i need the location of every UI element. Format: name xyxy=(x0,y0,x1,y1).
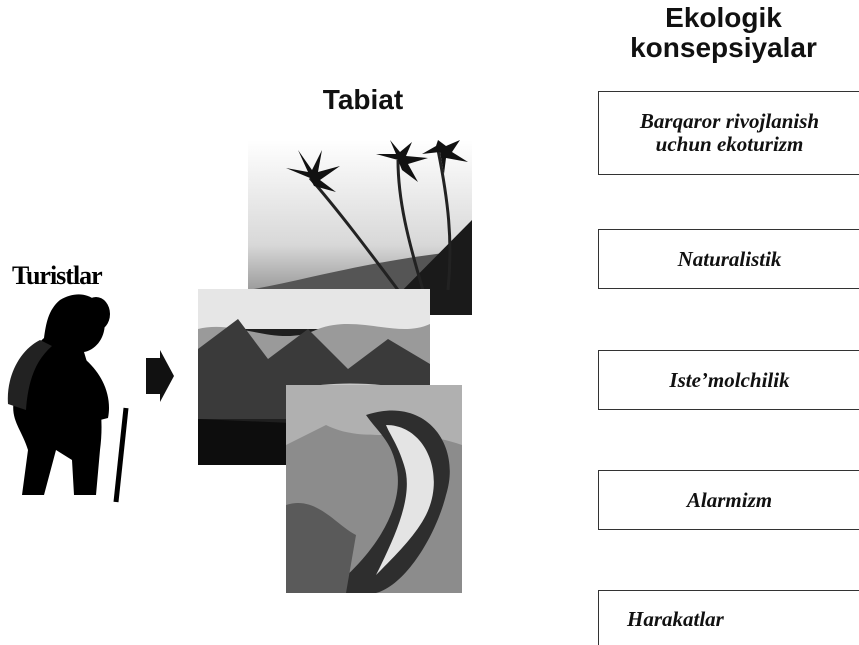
concept-box-consumerism: Iste’molchilik xyxy=(598,350,859,410)
concept-label-line2: uchun ekoturizm xyxy=(655,132,804,156)
concept-label: Iste’molchilik xyxy=(669,367,790,392)
wave-photo xyxy=(286,385,462,593)
concept-label-line1: Barqaror rivojlanish xyxy=(639,109,820,133)
right-arrow-icon xyxy=(146,350,174,402)
palm-trees-photo xyxy=(248,140,472,315)
concept-box-alarmism: Alarmizm xyxy=(598,470,859,530)
concept-box-naturalistic: Naturalistik xyxy=(598,229,859,289)
concepts-title-line1: Ekologik xyxy=(665,2,782,33)
center-title: Tabiat xyxy=(322,84,404,115)
tourists-label: Turistlar xyxy=(12,261,103,290)
tourists-label-text: Turistlar xyxy=(12,261,102,290)
concepts-title-line2: konsepsiyalar xyxy=(630,32,817,63)
concept-box-sustainable-ecotourism: Barqaror rivojlanish uchun ekoturizm xyxy=(598,91,859,175)
concept-label: Naturalistik xyxy=(677,246,782,271)
concept-label: Alarmizm xyxy=(686,487,773,512)
concept-label: Harakatlar xyxy=(627,607,724,631)
concept-box-actions: Harakatlar xyxy=(598,590,859,645)
concepts-title: Ekologik konsepsiyalar xyxy=(596,3,851,63)
hiker-silhouette-icon xyxy=(7,294,129,503)
